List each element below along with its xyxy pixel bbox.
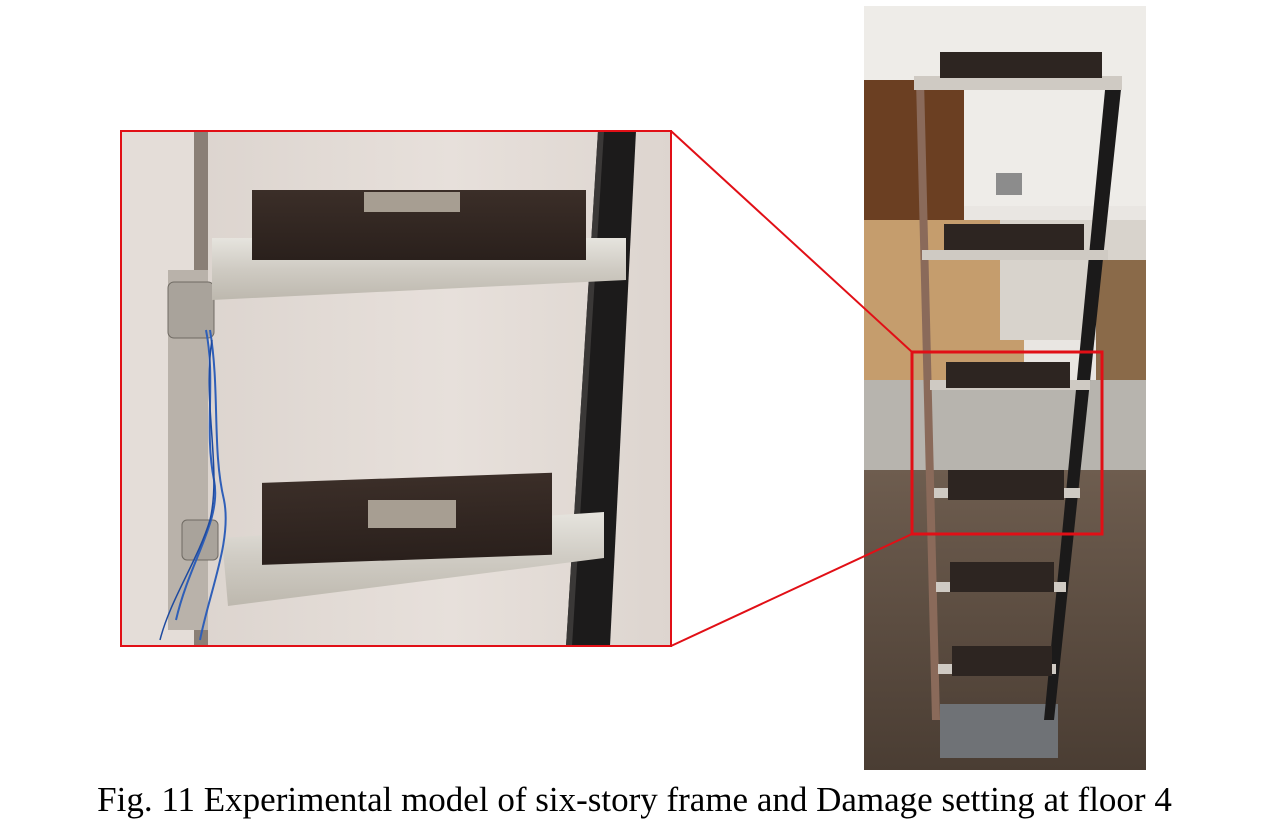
figure-caption: Fig. 11 Experimental model of six-story … [97, 780, 1172, 819]
connector-line-top [670, 130, 913, 353]
highlight-box [910, 350, 1104, 536]
figure-illustration [120, 6, 1146, 770]
zoom-frame [120, 130, 672, 647]
connector-line-bottom [670, 533, 913, 647]
zoom-detail-photo [121, 131, 671, 646]
figure [120, 6, 1146, 770]
model-photo [864, 6, 1146, 770]
